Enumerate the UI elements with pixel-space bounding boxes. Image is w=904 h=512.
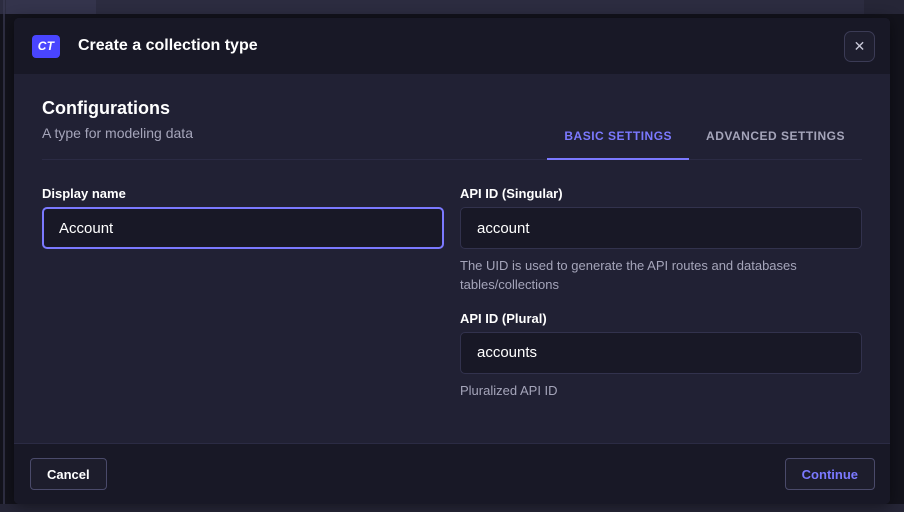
modal-footer: Cancel Continue <box>14 443 890 504</box>
form-column-left: Display name <box>42 186 444 249</box>
api-id-singular-field: API ID (Singular) The UID is used to gen… <box>460 186 862 295</box>
modal-body: Configurations A type for modeling data … <box>14 74 890 443</box>
close-icon: ✕ <box>853 38 866 54</box>
api-id-singular-label: API ID (Singular) <box>460 186 563 201</box>
display-name-input[interactable] <box>42 207 444 249</box>
section-header: Configurations A type for modeling data … <box>42 98 862 160</box>
api-id-plural-field: API ID (Plural) Pluralized API ID <box>460 311 862 401</box>
api-id-singular-hint: The UID is used to generate the API rout… <box>460 258 797 292</box>
collection-type-form: Display name API ID (Singular) The UID i… <box>42 186 862 401</box>
settings-tabs: BASIC SETTINGS ADVANCED SETTINGS <box>547 129 862 160</box>
content-type-icon: CT <box>32 34 60 58</box>
tab-advanced-settings[interactable]: ADVANCED SETTINGS <box>689 129 862 159</box>
modal-title: Create a collection type <box>78 37 258 54</box>
api-id-plural-label: API ID (Plural) <box>460 310 547 326</box>
close-button[interactable]: ✕ <box>844 30 875 62</box>
api-id-plural-hint: Pluralized API ID <box>460 382 558 398</box>
continue-button[interactable]: Continue <box>784 458 875 490</box>
api-id-singular-input[interactable] <box>460 207 862 249</box>
background-app-bar <box>0 0 904 14</box>
display-name-label: Display name <box>42 186 126 201</box>
modal-header: CT Create a collection type ✕ <box>14 18 890 74</box>
create-collection-type-modal: CT Create a collection type ✕ Configurat… <box>14 18 890 504</box>
section-subtitle: A type for modeling data <box>42 125 193 141</box>
background-tab-segment <box>6 0 96 14</box>
display-name-field: Display name <box>42 186 444 249</box>
section-title: Configurations <box>42 98 170 118</box>
cancel-button[interactable]: Cancel <box>30 458 107 490</box>
background-bar-end <box>864 0 904 14</box>
section-titles: Configurations A type for modeling data <box>42 98 193 159</box>
api-id-plural-input[interactable] <box>460 331 862 374</box>
tab-basic-settings[interactable]: BASIC SETTINGS <box>547 129 689 160</box>
background-left-edge <box>3 0 5 512</box>
form-column-right: API ID (Singular) The UID is used to gen… <box>460 186 862 401</box>
background-bottom-strip <box>0 504 904 512</box>
